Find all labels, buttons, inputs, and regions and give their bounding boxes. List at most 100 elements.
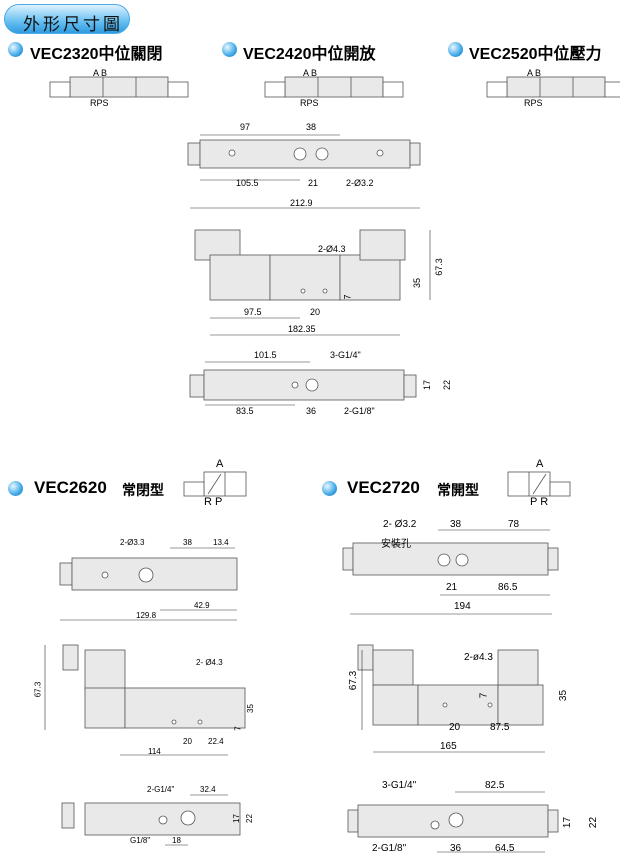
front-view-3pos: [194, 229, 406, 301]
dim-label: 182.35: [288, 324, 316, 334]
valve-symbol-2720: [507, 471, 571, 497]
dim-label: 18: [172, 836, 181, 845]
model-title-2420: VEC2420中位開放: [243, 40, 376, 64]
model: VEC2320: [30, 46, 99, 63]
dim-label: 20: [183, 737, 192, 746]
ports-top: A B: [303, 68, 318, 78]
dim-label: 97: [240, 122, 251, 132]
dim-label: 21: [446, 582, 458, 593]
dim-label: 7: [478, 692, 490, 699]
header-title: 外形尺寸圖: [23, 15, 123, 34]
dim-label: 82.5: [485, 780, 505, 791]
dim-label: 2-ø4.3: [464, 652, 493, 663]
dim-label: 2-Ø3.3: [120, 538, 145, 547]
model-title-2520: VEC2520中位壓力: [469, 40, 602, 64]
bullet-icon: [448, 42, 463, 57]
model-title-2720: VEC2720: [347, 478, 420, 497]
ports-top: A: [536, 458, 544, 470]
bottom-view-3pos: [189, 369, 417, 401]
dim-label: 114: [148, 747, 161, 756]
ports-top: A B: [93, 68, 108, 78]
dim-label: 2-Ø4.3: [318, 244, 346, 254]
dim-label: 13.4: [213, 538, 229, 547]
ports-bottom: R P: [204, 496, 223, 508]
dim-label: 20: [449, 722, 461, 733]
dim-label: 2-G1/8": [344, 406, 375, 416]
front-view-2620: [62, 644, 246, 729]
dim-label: 38: [450, 519, 462, 530]
dim-label: 101.5: [254, 350, 277, 360]
dim-label: 20: [310, 307, 321, 317]
valve-symbol-2520: [486, 76, 620, 98]
dim-label: 22.4: [208, 737, 224, 746]
top-view-2720: [342, 542, 559, 576]
valve-symbol-2420: [264, 76, 404, 98]
dimension-lines-2620: [44, 547, 237, 846]
bullet-icon: [222, 42, 237, 57]
bottom-view-2720: [347, 804, 559, 838]
dim-label: 17: [562, 816, 574, 829]
ports-bottom: RPS: [524, 98, 543, 108]
dim-label: 36: [306, 406, 317, 416]
dim-label: 22: [244, 814, 254, 823]
dim-label: 2- Ø4.3: [196, 658, 223, 667]
dim-label: 22: [588, 816, 600, 829]
dim-label: 3-G1/4": [382, 780, 417, 791]
section-header: 外形尺寸圖: [4, 4, 130, 34]
dim-label: 3-G1/4": [330, 350, 361, 360]
ports-bottom: RPS: [300, 98, 319, 108]
bullet-icon: [8, 42, 23, 57]
dim-label: 17: [231, 814, 241, 823]
model: VEC2420: [243, 46, 312, 63]
dim-label: 194: [454, 601, 471, 612]
dim-label: 83.5: [236, 406, 254, 416]
dim-label: 38: [306, 122, 317, 132]
dimension-lines-2720: [350, 529, 552, 853]
dim-label: G1/8": [130, 836, 151, 845]
model-title-2620: VEC2620: [34, 478, 107, 497]
model: VEC2520: [469, 46, 538, 63]
dim-label: 2-G1/8": [372, 843, 407, 854]
dim-label: 78: [508, 519, 520, 530]
valve-symbol-2320: [49, 76, 189, 98]
ports-top: A: [216, 458, 224, 470]
dim-label: 32.4: [200, 785, 216, 794]
bullet-icon: [8, 481, 23, 496]
dim-label: 42.9: [194, 601, 210, 610]
dim-label: 67.3: [33, 681, 43, 698]
ports-bottom: P R: [530, 496, 549, 508]
model-desc-2620: 常閉型: [122, 482, 164, 498]
bottom-view-2620: [61, 802, 241, 836]
dim-label: 35: [412, 277, 423, 289]
dim-label: 97.5: [244, 307, 262, 317]
dim-label: 67.3: [348, 670, 360, 691]
dim-label: 87.5: [490, 722, 510, 733]
dim-label: 105.5: [236, 178, 259, 188]
front-view-2720: [357, 644, 544, 726]
dim-label: 2-G1/4": [147, 785, 175, 794]
dim-label: 36: [450, 843, 462, 854]
dim-label: 35: [245, 704, 255, 713]
desc: 中位開放: [311, 46, 376, 63]
dim-label: 67.3: [433, 258, 444, 276]
ports-bottom: RPS: [90, 98, 109, 108]
model-desc-2720: 常開型: [437, 482, 479, 498]
valve-symbol-2620: [183, 471, 247, 497]
dim-label: 35: [558, 689, 570, 702]
dim-label: 2-Ø3.2: [346, 178, 374, 188]
desc: 中位壓力: [537, 46, 602, 63]
dim-label: 22: [442, 379, 453, 391]
dim-label: 7: [233, 726, 243, 731]
model-title-2320: VEC2320中位關閉: [30, 40, 163, 64]
top-view-3pos: [187, 139, 421, 169]
dim-label: 64.5: [495, 843, 515, 854]
dim-label: 安裝孔: [381, 539, 411, 550]
dim-label: 129.8: [136, 611, 157, 620]
dim-label: 17: [422, 379, 433, 391]
dim-label: 212.9: [290, 198, 313, 208]
dim-label: 2- Ø3.2: [383, 519, 417, 530]
desc: 中位關閉: [98, 46, 163, 63]
dimension-lines-3pos: [190, 134, 431, 406]
dim-label: 38: [183, 538, 192, 547]
top-view-2620: [59, 557, 238, 591]
